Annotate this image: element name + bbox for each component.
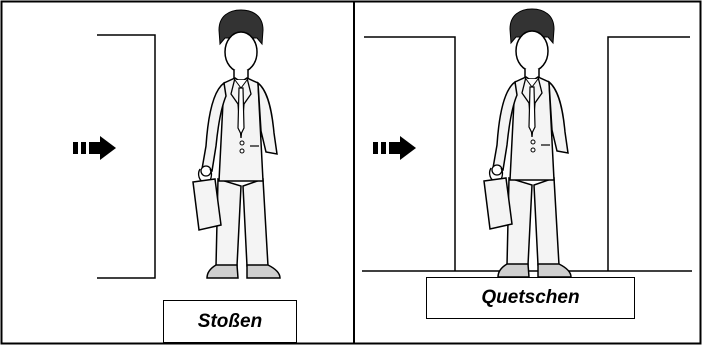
businessman-figure-icon [193, 10, 280, 278]
arrow-right-icon [73, 136, 116, 160]
arrow-right-icon [373, 136, 416, 160]
label-quetschen: Quetschen [426, 277, 635, 319]
door-wall-right [608, 37, 690, 271]
door-wall [97, 35, 155, 278]
businessman-figure-icon [484, 9, 571, 277]
panel-stossen [73, 10, 280, 278]
label-stossen: Stoßen [163, 300, 297, 343]
panel-quetschen [362, 9, 692, 277]
